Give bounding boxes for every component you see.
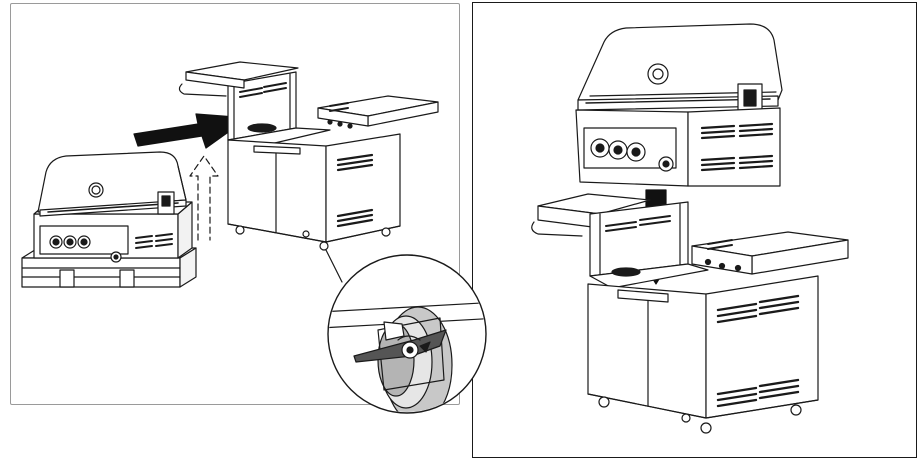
grill-head-on-pallet bbox=[33, 151, 193, 263]
grill-cart-left bbox=[178, 61, 439, 251]
move-direction-arrow bbox=[133, 113, 249, 149]
lift-direction-arrow bbox=[189, 155, 219, 241]
caster-brake-callout bbox=[327, 254, 487, 414]
callout-leader-line bbox=[325, 249, 343, 283]
grill-cart-right bbox=[531, 193, 849, 434]
grill-head-lowering bbox=[575, 23, 783, 187]
